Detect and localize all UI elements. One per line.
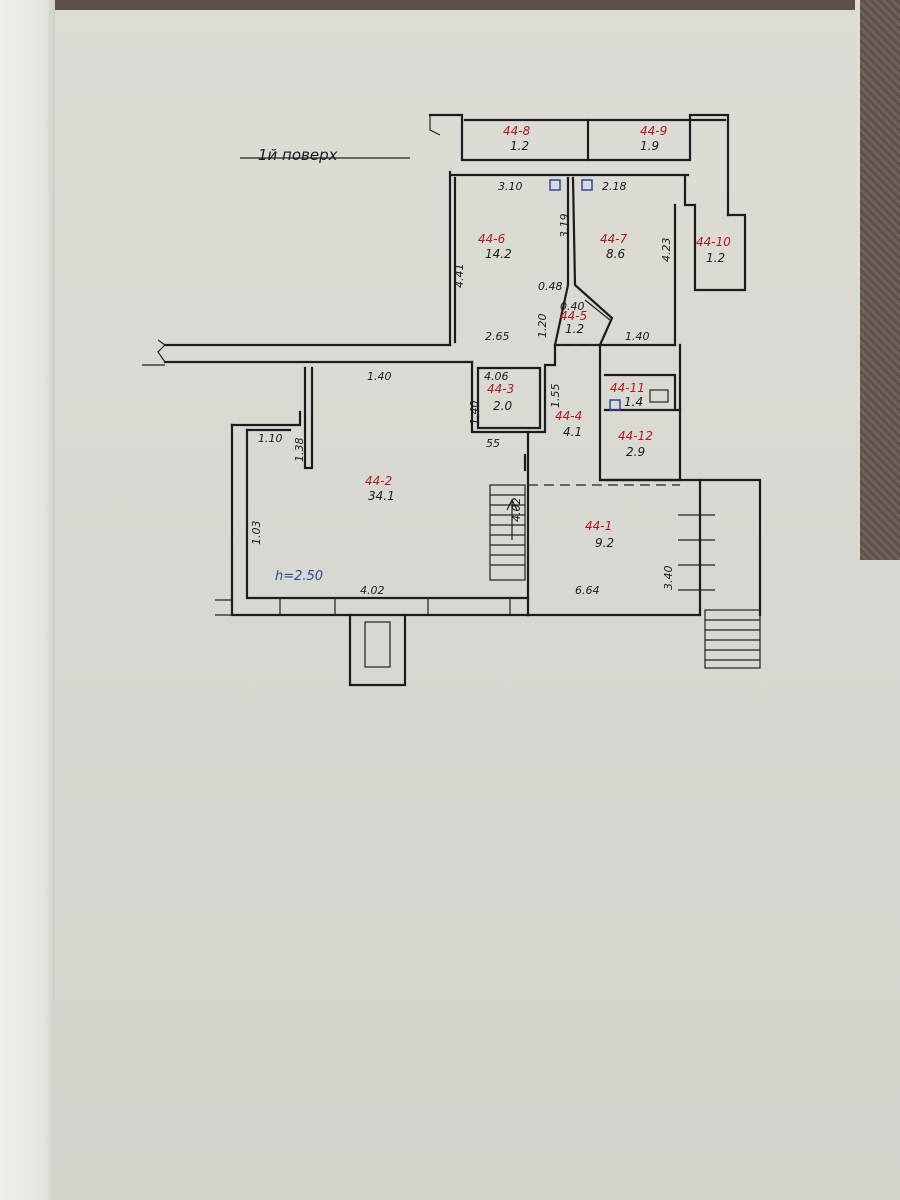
- plan-title: 1й поверх: [258, 146, 338, 164]
- room-id: 44-9: [640, 124, 667, 138]
- internal-stairs: [489, 484, 526, 581]
- dimension-label: 2.65: [485, 330, 510, 343]
- room-area: 14.2: [485, 247, 512, 261]
- upper-rooms-walls: [448, 170, 747, 347]
- entrance-stairs: [704, 609, 761, 669]
- room-id: 44-12: [618, 429, 653, 443]
- room-area: 8.6: [606, 247, 625, 261]
- porch: [348, 613, 407, 687]
- room-area: 1.2: [565, 322, 584, 336]
- dimension-label: 4.06: [484, 370, 509, 383]
- top-strip-walls: [428, 113, 730, 217]
- background-top: [55, 0, 855, 10]
- dimension-label: 1.40: [367, 370, 392, 383]
- dimension-label: 1.40: [468, 401, 481, 426]
- duct-marker: [581, 179, 593, 191]
- room-id: 44-8: [503, 124, 531, 138]
- room-id: 44-3: [487, 382, 514, 396]
- dimension-label: 1.55: [549, 384, 562, 409]
- room-id: 44-7: [600, 232, 628, 246]
- room-id: 44-6: [478, 232, 506, 246]
- duct-marker: [549, 179, 561, 191]
- corridor-walls: [142, 339, 474, 366]
- ceiling-height: h=2.50: [275, 569, 323, 584]
- central-walls: [470, 343, 680, 617]
- dimension-label: 1.20: [536, 314, 549, 339]
- dimension-label: 4.23: [660, 238, 673, 263]
- room-id: 44-10: [696, 235, 731, 249]
- duct-marker: [609, 399, 621, 411]
- dimension-label: 3.19: [558, 214, 571, 239]
- dimension-label: 1.38: [293, 438, 306, 463]
- background-carpet: [860, 0, 900, 560]
- dimension-label: 1.10: [258, 432, 283, 445]
- room-area: 2.0: [493, 399, 512, 413]
- dimension-label: 2.18: [602, 180, 627, 193]
- room-area: 9.2: [595, 536, 614, 550]
- dimension-label: 55: [486, 437, 500, 450]
- room-area: 4.1: [563, 425, 582, 439]
- room-area: 1.2: [706, 251, 725, 265]
- dimension-label: 4.41: [453, 264, 466, 289]
- dimension-label: 3.40: [662, 566, 675, 591]
- room-id: 44-1: [585, 519, 612, 533]
- room-44-2-walls: [215, 366, 530, 617]
- dimension-label: 0.48: [538, 280, 563, 293]
- room-area: 2.9: [626, 445, 645, 459]
- room-id: 44-11: [610, 381, 645, 395]
- dimension-label: 3.10: [498, 180, 523, 193]
- dimension-label: 6.64: [575, 584, 600, 597]
- room-area: 1.9: [640, 139, 659, 153]
- dimension-label: 0.40: [560, 300, 585, 313]
- room-area: 34.1: [368, 489, 395, 503]
- room-id: 44-5: [560, 309, 587, 323]
- dimension-label: 4.02: [360, 584, 385, 597]
- right-rooms-walls: [526, 343, 762, 617]
- dimension-label: 1.40: [625, 330, 650, 343]
- room-id: 44-2: [365, 474, 392, 488]
- room-area: 1.2: [510, 139, 529, 153]
- left-page-edge: [0, 0, 55, 1200]
- room-id: 44-4: [555, 409, 582, 423]
- dimension-label: 1.03: [250, 521, 263, 546]
- dimension-label: 4.02: [510, 498, 523, 523]
- room-area: 1.4: [624, 395, 643, 409]
